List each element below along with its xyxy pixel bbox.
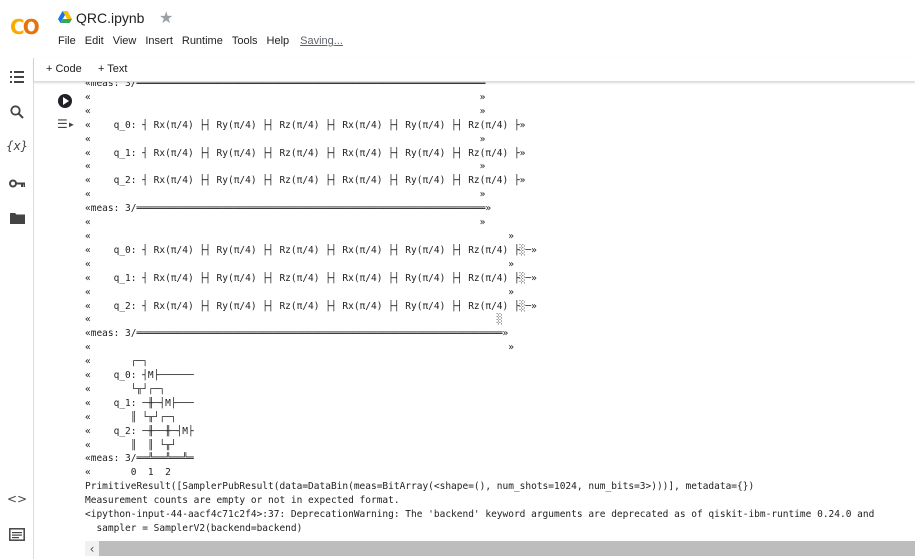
menu-view[interactable]: View [112, 35, 137, 47]
left-sidebar: {x} <> [0, 58, 34, 559]
menu-edit[interactable]: Edit [84, 35, 104, 47]
code-snippets-icon[interactable]: <> [6, 492, 28, 506]
run-cell-button[interactable] [58, 94, 72, 108]
add-code-button[interactable]: + Code [46, 63, 82, 75]
menu-runtime[interactable]: Runtime [181, 35, 223, 47]
saving-status[interactable]: Saving... [300, 35, 343, 47]
table-of-contents-icon[interactable] [8, 68, 26, 86]
horizontal-scrollbar[interactable]: ‹ [85, 541, 915, 556]
menu-insert[interactable]: Insert [145, 35, 173, 47]
colab-logo[interactable]: CO [10, 15, 40, 39]
scroll-left-icon[interactable]: ‹ [85, 541, 99, 556]
menu-bar: File Edit View Insert Runtime Tools Help… [58, 35, 343, 47]
output-actions-icon[interactable]: ☰▸ [57, 117, 75, 131]
search-icon[interactable] [8, 103, 26, 121]
variables-icon[interactable]: {x} [5, 139, 29, 153]
terminal-icon[interactable] [8, 525, 26, 543]
output-line: <ipython-input-44-aacf4c71c2f4>:37: Depr… [85, 509, 875, 521]
output-line: PrimitiveResult([SamplerPubResult(data=D… [85, 481, 755, 493]
code-cell: ☰▸ «meas: 3/════════════════════════════… [34, 78, 915, 559]
header: CO QRC.ipynb ★ File Edit View Insert Run… [0, 0, 915, 58]
add-text-button[interactable]: + Text [98, 63, 128, 75]
drive-icon [58, 11, 72, 23]
key-icon[interactable] [8, 174, 26, 192]
output-line: Measurement counts are empty or not in e… [85, 495, 400, 507]
output-line: sampler = SamplerV2(backend=backend) [85, 523, 303, 534]
star-icon[interactable]: ★ [159, 8, 174, 27]
menu-file[interactable]: File [58, 35, 76, 47]
circuit-diagram-text: «meas: 3/═══════════════════════════════… [85, 78, 537, 479]
folder-icon[interactable] [8, 209, 26, 227]
cell-toolbar: + Code + Text [34, 58, 915, 82]
notebook-title[interactable]: QRC.ipynb [76, 10, 145, 26]
cell-output: «meas: 3/═══════════════════════════════… [85, 77, 915, 536]
menu-help[interactable]: Help [266, 35, 290, 47]
menu-tools[interactable]: Tools [231, 35, 258, 47]
